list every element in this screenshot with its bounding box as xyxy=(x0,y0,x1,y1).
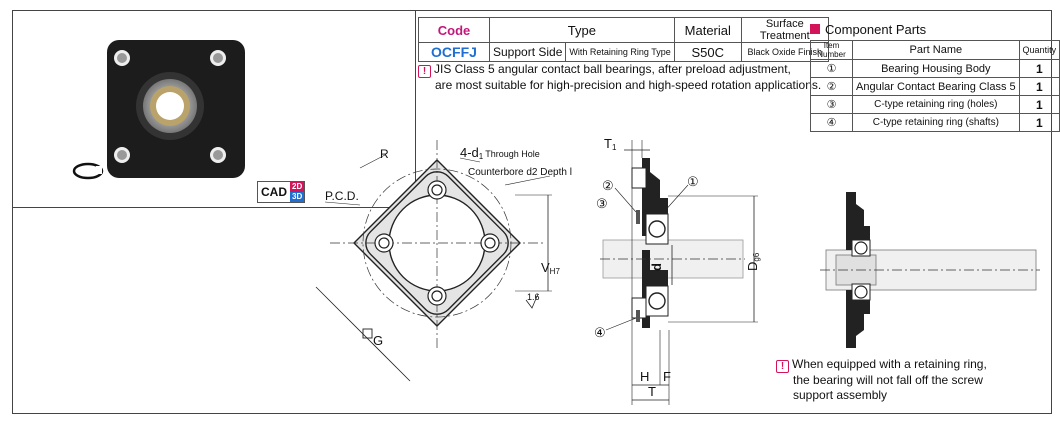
parts-header-item: Item Number xyxy=(809,40,854,60)
bearing-note-line2: are most suitable for high-precision and… xyxy=(435,78,822,92)
square-bullet-icon xyxy=(810,24,820,34)
cad-label: CAD xyxy=(261,185,287,199)
bearing-note-line1: JIS Class 5 angular contact ball bearing… xyxy=(434,62,791,76)
parts-qty: 1 xyxy=(1018,95,1060,114)
cad-3d-label[interactable]: 3D xyxy=(290,192,305,202)
bearing-note: !JIS Class 5 angular contact ball bearin… xyxy=(418,62,821,93)
product-photo xyxy=(72,40,245,180)
parts-name: Bearing Housing Body xyxy=(852,59,1020,78)
ring-note-line1: When equipped with a retaining ring, xyxy=(792,357,987,371)
spec-header-surface: Surface Treatment xyxy=(740,17,829,43)
retaining-ring-note: !When equipped with a retaining ring, th… xyxy=(776,357,987,403)
component-parts-title: Component Parts xyxy=(810,22,926,37)
parts-item: ④ xyxy=(809,113,854,132)
spec-header-type: Type xyxy=(489,17,675,43)
parts-name: C-type retaining ring (shafts) xyxy=(852,113,1020,132)
component-parts-title-text: Component Parts xyxy=(825,22,927,37)
parts-name: Angular Contact Bearing Class 5 xyxy=(852,77,1020,96)
ring-note-line2: the bearing will not fall off the screw xyxy=(793,373,983,387)
ring-note-line3: support assembly xyxy=(793,388,888,402)
product-photo-panel: CAD 2D 3D xyxy=(12,10,416,208)
parts-item: ② xyxy=(809,77,854,96)
parts-qty: 1 xyxy=(1018,77,1060,96)
spec-type-sub: With Retaining Ring Type xyxy=(565,42,675,62)
parts-item: ① xyxy=(809,59,854,78)
cad-badge[interactable]: CAD 2D 3D xyxy=(257,181,306,203)
spec-header-material: Material xyxy=(673,17,742,43)
spec-material-value: S50C xyxy=(673,42,742,62)
parts-qty: 1 xyxy=(1018,113,1060,132)
warning-icon: ! xyxy=(418,65,431,78)
spec-type-main: Support Side xyxy=(488,42,567,62)
parts-item: ③ xyxy=(809,95,854,114)
warning-icon: ! xyxy=(776,360,789,373)
spec-surface-value: Black Oxide Finish xyxy=(740,42,829,62)
drawing-frame xyxy=(12,10,1052,414)
spec-table: Code Type Material Surface Treatment OCF… xyxy=(418,17,829,62)
parts-name: C-type retaining ring (holes) xyxy=(852,95,1020,114)
parts-header-qty: Quantity xyxy=(1018,40,1060,60)
parts-qty: 1 xyxy=(1018,59,1060,78)
cad-2d-label[interactable]: 2D xyxy=(290,182,305,192)
spec-header-code: Code xyxy=(418,17,490,43)
parts-header-name: Part Name xyxy=(852,40,1020,60)
spec-code-value: OCFFJ xyxy=(418,42,490,62)
